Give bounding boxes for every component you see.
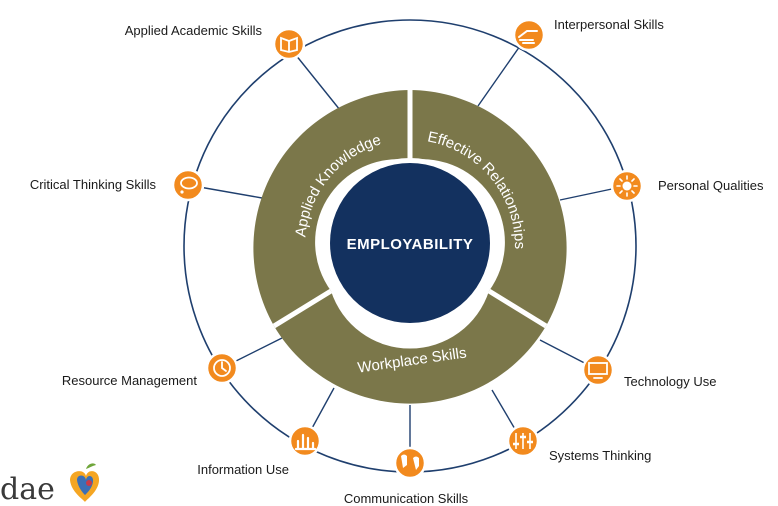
segment-divider-left xyxy=(272,288,333,329)
skill-label-critical-thinking: Critical Thinking Skills xyxy=(30,177,157,192)
logo-leaf xyxy=(86,463,96,469)
thought-bubble-glyph xyxy=(180,176,198,190)
logo-dot xyxy=(86,480,92,486)
skill-node-applied-academic: Applied Academic Skills xyxy=(125,23,306,61)
bar-chart-icon xyxy=(288,424,322,458)
thought-bubble-dot xyxy=(180,190,184,194)
skill-node-interpersonal: Interpersonal Skills xyxy=(512,17,664,52)
sliders-knobs xyxy=(513,435,533,446)
sun-rays xyxy=(616,175,638,197)
skill-node-personal-qualities: Personal Qualities xyxy=(610,169,764,203)
segment-divider-right xyxy=(487,288,548,329)
skill-node-resource-management: Resource Management xyxy=(62,351,239,388)
skill-label-interpersonal: Interpersonal Skills xyxy=(554,17,664,32)
clock-hands xyxy=(221,361,227,372)
skill-node-information-use: Information Use xyxy=(197,424,322,477)
speech-bubbles-glyph xyxy=(401,454,419,470)
skill-node-technology-use: Technology Use xyxy=(581,353,717,389)
core-circle xyxy=(330,163,490,323)
monitor-screen xyxy=(588,362,608,375)
skill-label-applied-academic: Applied Academic Skills xyxy=(125,23,263,38)
book-glyph xyxy=(280,36,298,53)
skill-label-communication: Communication Skills xyxy=(344,491,469,506)
clock-face xyxy=(213,359,231,377)
skill-node-systems-thinking: Systems Thinking xyxy=(506,424,651,463)
middle-ring xyxy=(253,90,567,404)
handshake-icon xyxy=(512,18,546,52)
segment-effective-relationships xyxy=(410,90,567,326)
speech-bubbles-icon xyxy=(393,446,427,480)
segment-workplace-skills xyxy=(274,291,546,404)
segment-applied-knowledge xyxy=(253,90,410,326)
skill-label-personal-qualities: Personal Qualities xyxy=(658,178,764,193)
skill-node-critical-thinking: Critical Thinking Skills xyxy=(30,168,205,202)
logo-wordmark: dae xyxy=(0,472,55,506)
skill-label-resource-management: Resource Management xyxy=(62,373,198,388)
skill-node-communication: Communication Skills xyxy=(344,446,469,506)
skill-label-information-use: Information Use xyxy=(197,462,289,477)
handshake-glyph xyxy=(518,30,538,44)
dae-logo: dae xyxy=(0,463,100,506)
center-label: EMPLOYABILITY xyxy=(347,236,474,253)
bar-chart-glyph xyxy=(294,433,317,451)
sun-core xyxy=(622,181,632,191)
thought-bubble-icon xyxy=(171,168,205,202)
monitor-icon xyxy=(581,353,615,387)
skill-label-technology-use: Technology Use xyxy=(624,374,717,389)
skill-label-systems-thinking: Systems Thinking xyxy=(549,448,651,463)
